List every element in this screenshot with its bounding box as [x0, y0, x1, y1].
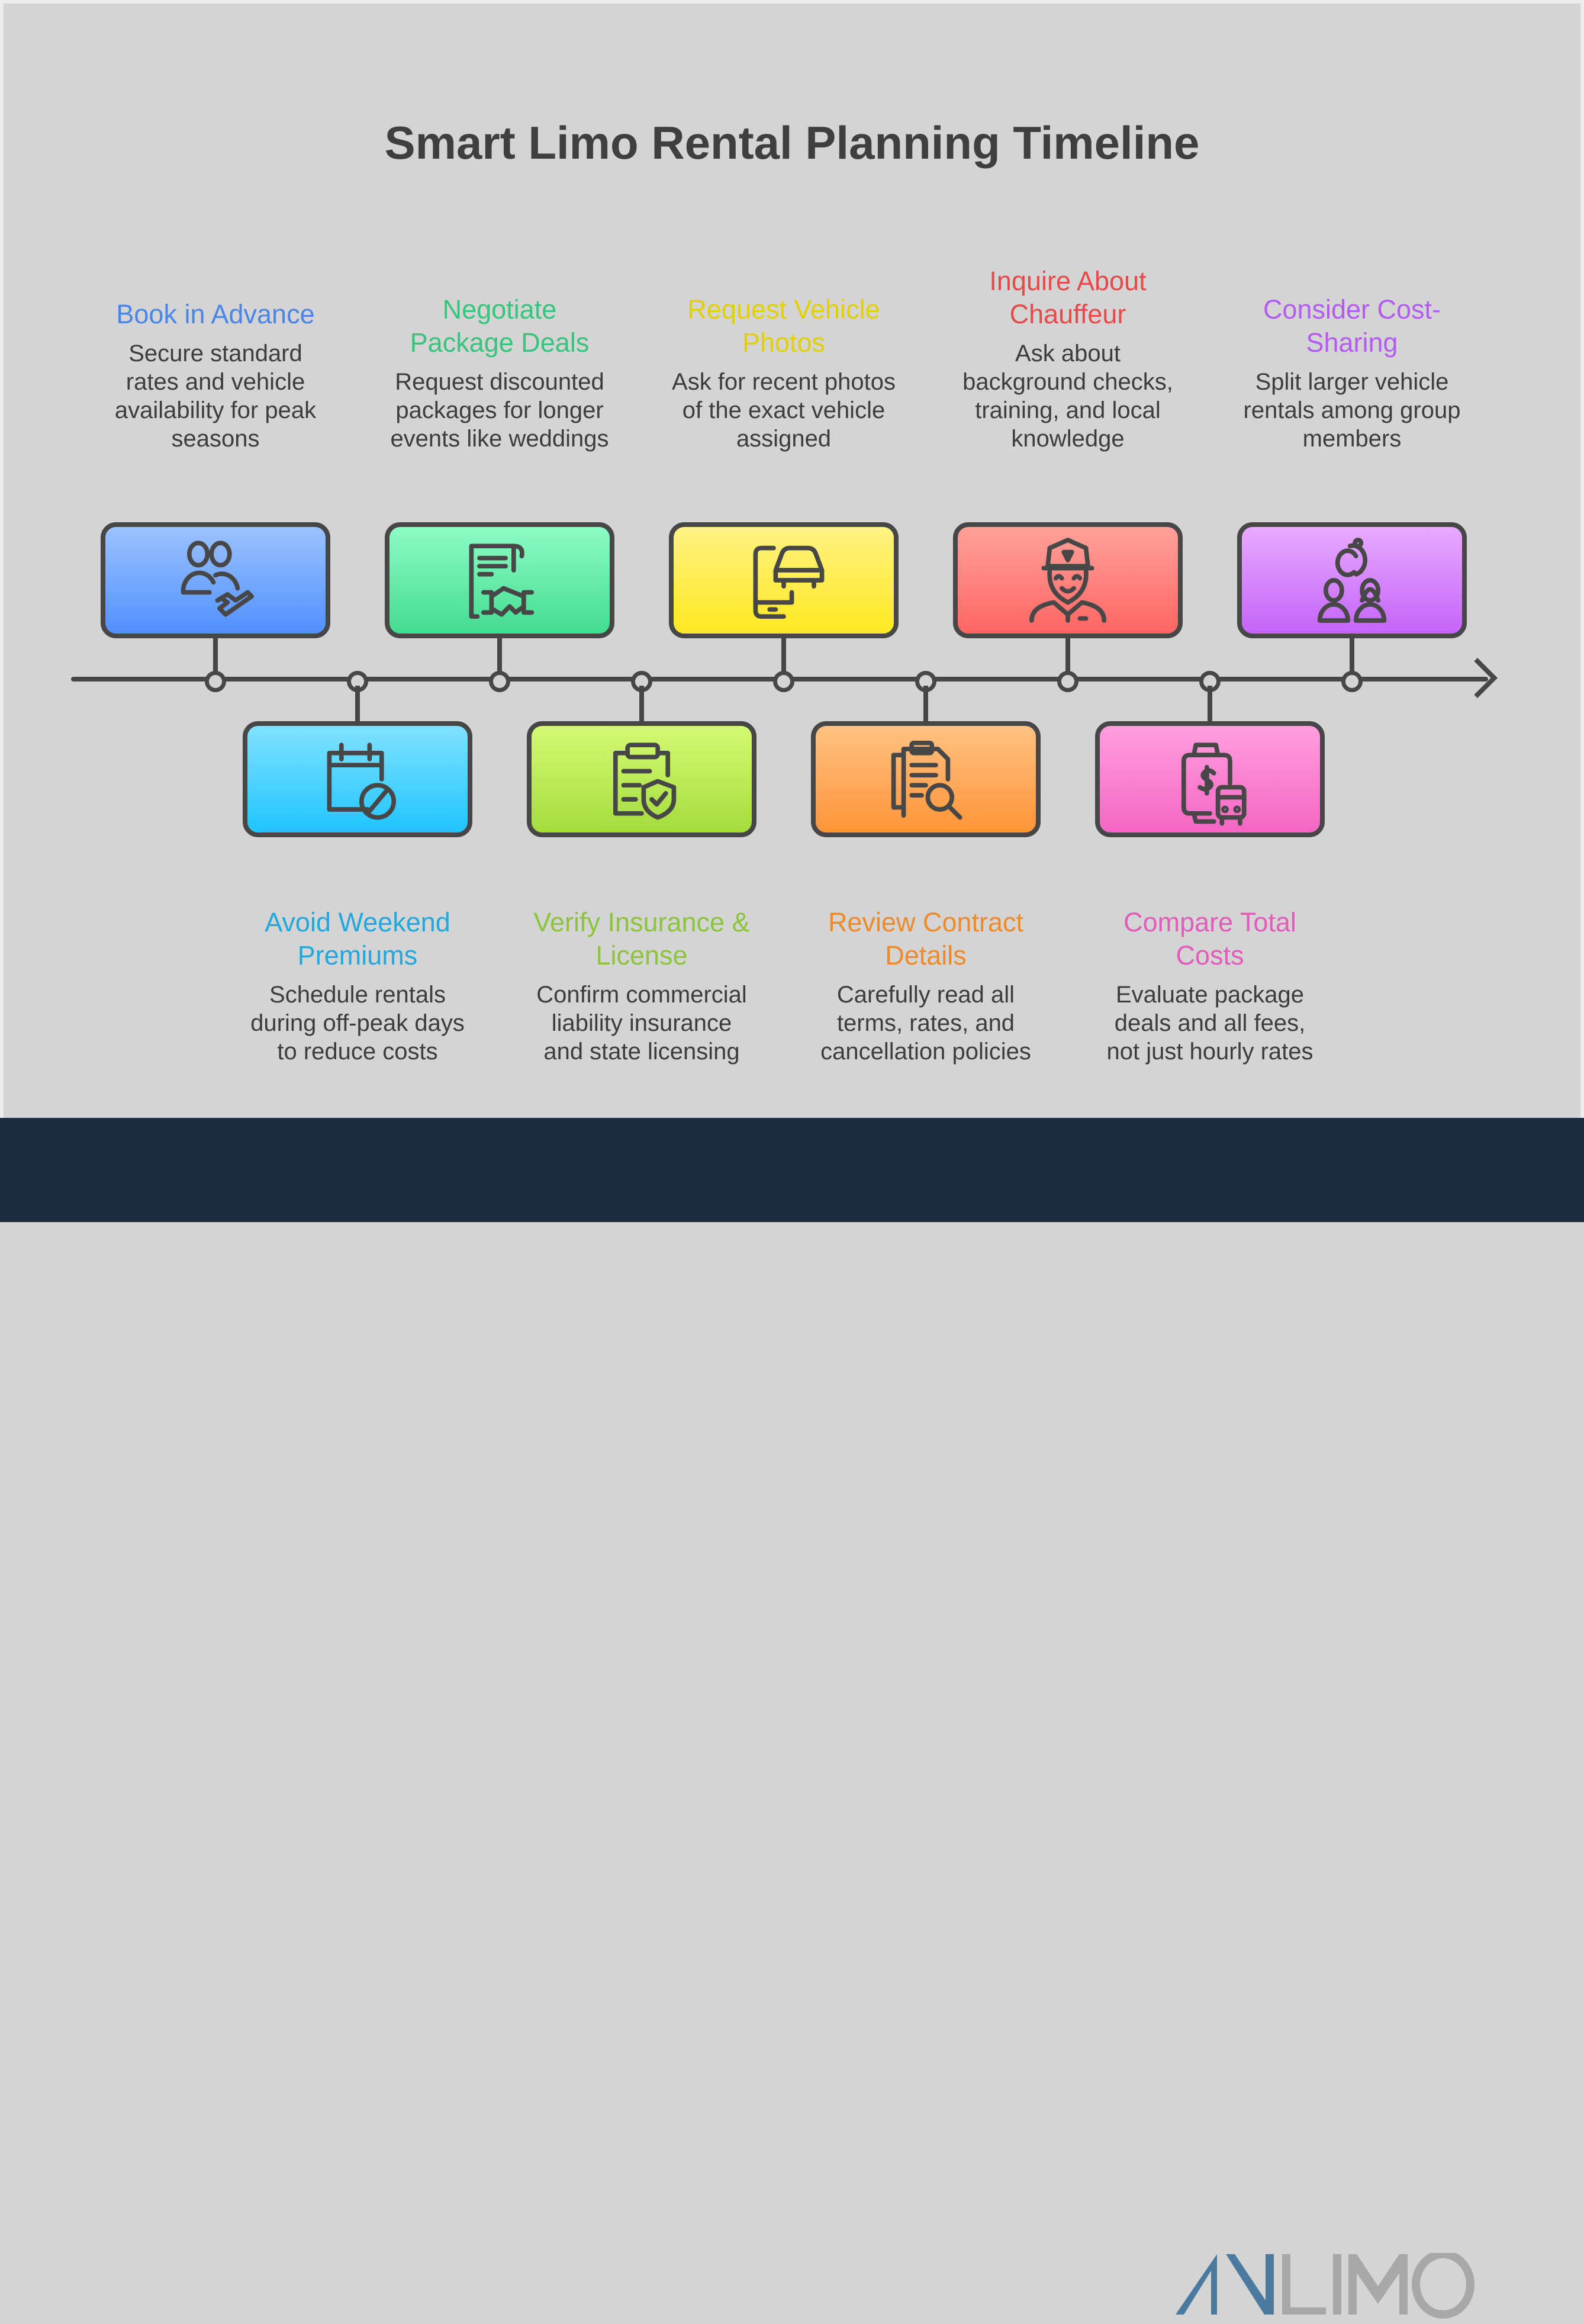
connector-line	[497, 634, 502, 673]
connector-line	[781, 634, 786, 673]
timeline-node	[489, 671, 510, 692]
phone-dollar-bus-icon	[1181, 742, 1247, 826]
anilimo-logo	[1176, 2253, 1474, 2319]
step-title: Review Contract Details	[828, 907, 1024, 970]
step-description: Request discounted packages for longer e…	[390, 369, 609, 452]
diagram-title: Smart Limo Rental Planning Timeline	[384, 117, 1200, 169]
step-title: Avoid Weekend Premiums	[265, 907, 450, 970]
connector-line	[1065, 634, 1070, 673]
step-card	[385, 522, 614, 638]
step-description: Schedule rentals during off-peak days to…	[250, 982, 465, 1065]
connector-line	[1350, 634, 1354, 673]
timeline-node	[915, 671, 936, 692]
timeline-node	[1057, 671, 1078, 692]
step-card	[101, 522, 330, 638]
step-card	[243, 721, 472, 837]
connector-line	[1208, 686, 1212, 725]
step-card	[811, 721, 1041, 837]
chauffeur-icon	[1029, 538, 1107, 623]
step-description: Carefully read all terms, rates, and can…	[820, 982, 1031, 1065]
step-description: Ask for recent photos of the exact vehic…	[672, 369, 896, 452]
timeline-node	[773, 671, 794, 692]
step-title: Consider Cost-Sharing	[1263, 294, 1441, 358]
connector-line	[355, 686, 360, 725]
step-description: Confirm commercial liability insurance a…	[536, 982, 747, 1065]
step-card	[527, 721, 756, 837]
connector-line	[639, 686, 644, 725]
step-title: Book in Advance	[116, 299, 315, 329]
group-sharing-icon	[1317, 538, 1387, 623]
step-title: Inquire About Chauffeur	[989, 266, 1147, 329]
timeline-node	[205, 671, 226, 692]
step-card	[1095, 721, 1325, 837]
footer-bar	[0, 1118, 1584, 2319]
users-handshake-icon	[181, 541, 255, 617]
contract-handshake-icon	[469, 544, 535, 619]
step-title: Request Vehicle Photos	[687, 294, 880, 358]
connector-line	[923, 686, 928, 725]
step-description: Ask about background checks, training, a…	[962, 340, 1173, 452]
step-description: Split larger vehicle rentals among group…	[1243, 369, 1461, 452]
step-title: Compare Total Costs	[1123, 907, 1296, 970]
clipboard-shield-icon	[613, 742, 677, 820]
connector-line	[213, 634, 218, 673]
phone-car-icon	[753, 545, 825, 619]
step-card	[1237, 522, 1467, 638]
timeline-node	[1341, 671, 1363, 692]
calendar-blocked-icon	[327, 742, 397, 820]
step-card	[669, 522, 899, 638]
step-description: Secure standard rates and vehicle availa…	[114, 340, 317, 452]
step-title: Negotiate Package Deals	[410, 294, 590, 358]
document-search-icon	[891, 740, 962, 820]
step-card	[953, 522, 1183, 638]
step-description: Evaluate package deals and all fees, not…	[1106, 982, 1313, 1065]
step-title: Verify Insurance & License	[533, 907, 750, 970]
